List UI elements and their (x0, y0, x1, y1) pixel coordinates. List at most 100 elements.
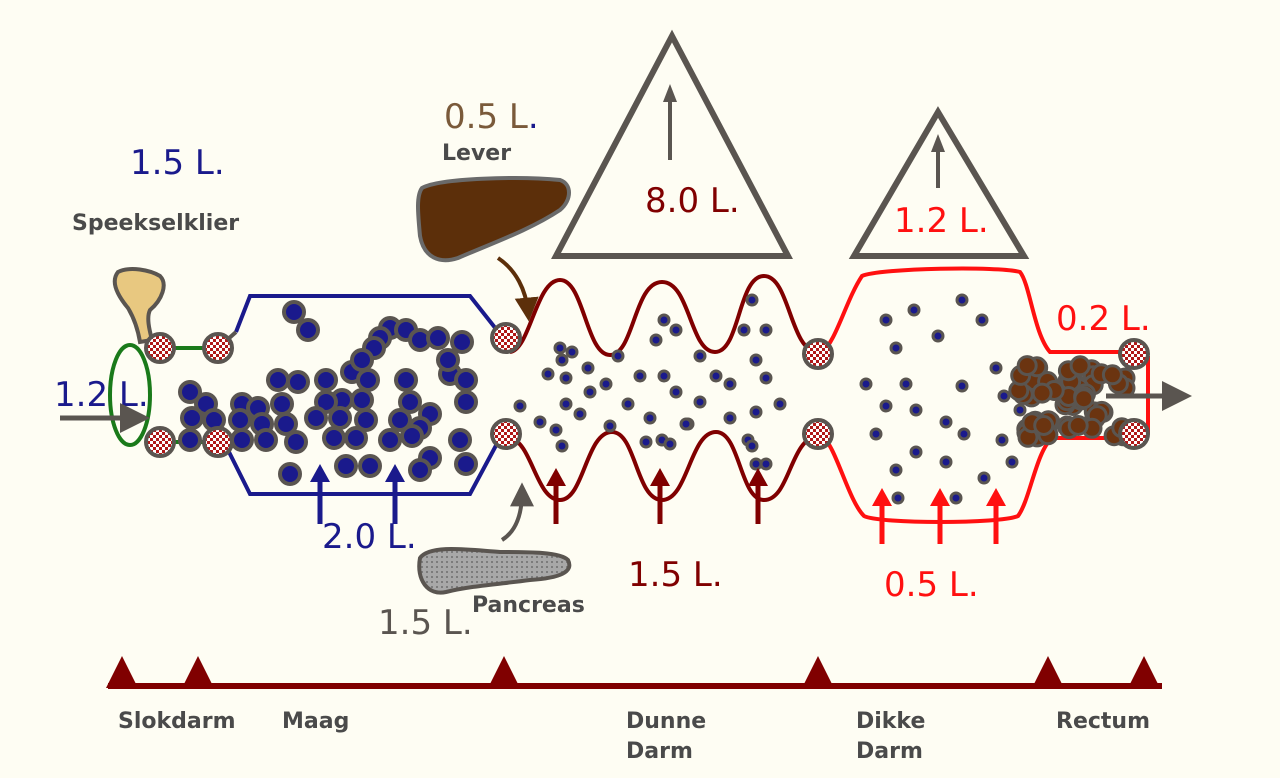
large-intestine-particle (977, 471, 991, 485)
large-intestine-particle (949, 491, 963, 505)
small-intestine-particle (657, 313, 671, 327)
stomach-particle (454, 368, 478, 392)
large-intestine-particle (879, 399, 893, 413)
large-intestine-particle (955, 379, 969, 393)
stomach-particle (180, 406, 204, 430)
stomach-particle (278, 462, 302, 486)
large-intestine-particle (909, 445, 923, 459)
large-intestine-particle (989, 361, 1003, 375)
large-intestine-particle (1013, 403, 1027, 417)
stomach-particle (314, 368, 338, 392)
large-intestine-particle (909, 403, 923, 417)
small-intestine-particle (565, 345, 579, 359)
segment-timeline (106, 656, 1162, 689)
stomach-particle (378, 428, 402, 452)
stomach-particle (350, 348, 374, 372)
small-intestine-particle (633, 369, 647, 383)
stomach-particle (284, 430, 308, 454)
small-intestine-particle (745, 439, 759, 453)
stomach-particle (350, 388, 374, 412)
feces-particle (1073, 388, 1095, 410)
small-intestine-particle (745, 293, 759, 307)
large-intestine-particle (997, 389, 1011, 403)
large-intestine-particle (907, 303, 921, 317)
small-intestine-particle (657, 369, 671, 383)
small-intestine-particle (643, 411, 657, 425)
large-intestine-particle (955, 293, 969, 307)
feces-particle (1069, 355, 1091, 377)
stomach-particle (344, 426, 368, 450)
stomach-particle (178, 380, 202, 404)
stomach-particle (426, 326, 450, 350)
pancreas-volume: 1.5 L. (378, 603, 473, 643)
salivary-gland-label: Speekselklier (72, 211, 239, 236)
large-intestine-particle (995, 433, 1009, 447)
stomach-particle (400, 424, 424, 448)
large-intestine-particle (899, 377, 913, 391)
large-intestine-particle (891, 491, 905, 505)
stomach-particle (322, 426, 346, 450)
large-intestine-top-wall (820, 266, 1130, 354)
small-intestine-particle (679, 417, 693, 431)
stomach-volume: 2.0 L. (322, 517, 417, 557)
segment-stomach: Maag (282, 709, 349, 734)
pancreas-shape (417, 547, 572, 595)
large-intestine-particle (889, 463, 903, 477)
large-intestine-in-volume: 0.5 L. (884, 565, 979, 605)
small-intestine-particle (773, 397, 787, 411)
stomach-particle (296, 318, 320, 342)
small-intestine-particle (669, 323, 683, 337)
small-intestine-particle (621, 397, 635, 411)
small-intestine-particle (759, 323, 773, 337)
feces-particle (1016, 355, 1038, 377)
small-intestine-particle (759, 457, 773, 471)
small-intestine-particle (639, 435, 653, 449)
stomach-particle (394, 368, 418, 392)
small-intestine-particle (583, 385, 597, 399)
small-intestine-particle (555, 439, 569, 453)
stomach-particle (274, 412, 298, 436)
small-intestine-particle (649, 333, 663, 347)
stomach-particle (228, 408, 252, 432)
small-intestine-particle (559, 397, 573, 411)
liver-shape (416, 176, 571, 263)
liver-label: Lever (442, 141, 511, 166)
small-intestine-particle (723, 377, 737, 391)
stomach-particle (178, 428, 202, 452)
small-intestine-particle (663, 437, 677, 451)
rectum-out-volume: 0.2 L. (1056, 299, 1151, 339)
large-intestine-particles (859, 293, 1033, 505)
stomach-particle (286, 370, 310, 394)
stomach-particle (356, 368, 380, 392)
sphincters (144, 322, 1150, 458)
large-intestine-out-volume: 1.2 L. (894, 201, 989, 241)
stomach-outline (226, 294, 502, 496)
stomach-particle (266, 368, 290, 392)
small-intestine-in-volume: 1.5 L. (628, 555, 723, 595)
stomach-particle (450, 330, 474, 354)
stomach-particle (454, 390, 478, 414)
salivary-gland-shape (112, 267, 166, 345)
large-intestine-particle (879, 313, 893, 327)
stomach-particle (328, 406, 352, 430)
large-intestine-particle (975, 313, 989, 327)
pancreas-arrow (500, 482, 534, 542)
stomach-particle (358, 454, 382, 478)
stomach-particle (388, 408, 412, 432)
segment-esophagus: Slokdarm (118, 709, 236, 734)
large-intestine-particle (939, 455, 953, 469)
esophagus-ring (108, 343, 152, 447)
stomach-particles (178, 300, 478, 486)
segment-large-intestine-line1: Dikke (856, 709, 925, 734)
small-intestine-particles (513, 293, 787, 471)
stomach-particle (354, 408, 378, 432)
stomach-particle (334, 454, 358, 478)
small-intestine-particle (555, 353, 569, 367)
stomach-particle (436, 348, 460, 372)
feces-particle (1031, 382, 1053, 404)
stomach-particle (282, 300, 306, 324)
small-intestine-particle (669, 385, 683, 399)
salivary-volume: 1.5 L. (130, 143, 225, 183)
pancreas-label: Pancreas (472, 593, 585, 618)
small-intestine-particle (709, 369, 723, 383)
